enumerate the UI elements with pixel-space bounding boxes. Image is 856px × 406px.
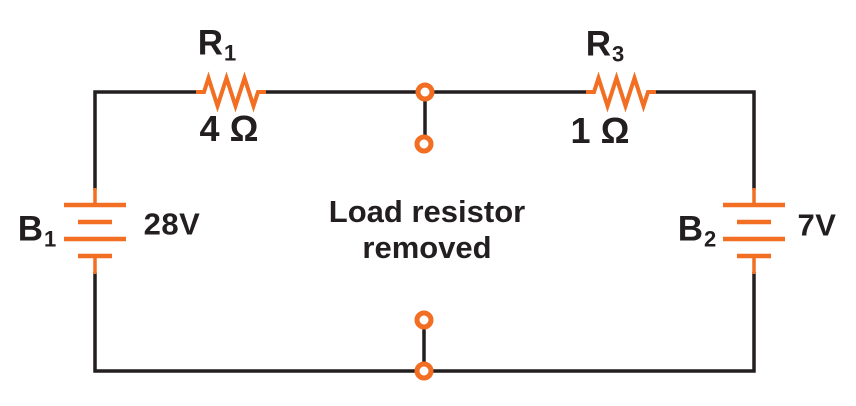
terminal-node-top-open xyxy=(414,134,434,154)
resistor-r3-subscript: 3 xyxy=(612,41,625,67)
battery-b1-voltage: 28V xyxy=(143,206,201,242)
resistor-r3-symbol xyxy=(586,71,656,113)
resistor-r3-name: R xyxy=(585,24,612,64)
wire-top-right xyxy=(655,90,756,190)
terminal-node-bottom-open xyxy=(414,310,434,330)
wire-top-left xyxy=(93,90,197,190)
battery-b2-label: B2 xyxy=(678,211,717,250)
resistor-r1-subscript: 1 xyxy=(224,40,237,66)
load-resistor-note-line1: Load resistor xyxy=(328,194,526,229)
terminal-node-bottom-junction xyxy=(414,361,434,381)
resistor-r3-value: 1 Ω xyxy=(570,110,630,151)
battery-b1-subscript: 1 xyxy=(44,226,57,252)
battery-b2-symbol xyxy=(723,188,785,274)
battery-b2-voltage: 7V xyxy=(797,207,837,243)
resistor-r1-label: R1 xyxy=(198,25,237,64)
battery-b1-label: B1 xyxy=(18,211,57,250)
resistor-r3-label: R3 xyxy=(586,26,625,65)
terminal-node-top-junction xyxy=(415,82,435,102)
load-resistor-note: Load resistor removed xyxy=(329,194,525,266)
battery-b1-symbol xyxy=(64,188,126,274)
resistor-r1-symbol xyxy=(196,71,266,113)
battery-b2-subscript: 2 xyxy=(704,226,717,252)
load-resistor-note-line2: removed xyxy=(362,230,492,265)
resistor-r1-name: R xyxy=(197,23,224,63)
battery-b1-name: B xyxy=(17,209,44,249)
resistor-r1-value: 4 Ω xyxy=(199,108,259,149)
battery-b2-name: B xyxy=(677,209,704,249)
